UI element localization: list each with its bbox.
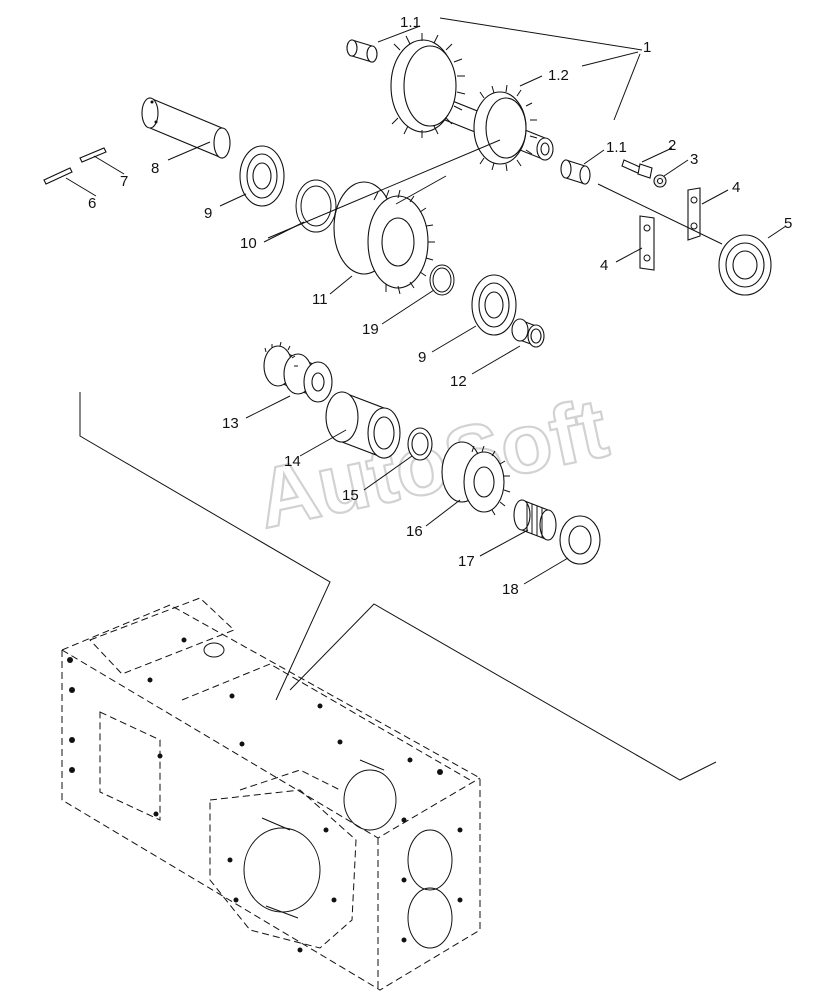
part-2-bolt bbox=[621, 159, 653, 179]
callout-4-left: 4 bbox=[600, 257, 608, 274]
part-4-plate-right bbox=[687, 187, 701, 241]
part-1.1-bushing-bottom bbox=[560, 159, 591, 185]
callout-15: 15 bbox=[342, 487, 359, 504]
part-5-bearing bbox=[718, 234, 772, 296]
callout-13: 13 bbox=[222, 415, 239, 432]
callout-9-top: 9 bbox=[204, 205, 212, 222]
part-14-sleeve bbox=[325, 391, 401, 459]
callout-labels: 1.1 1 1.2 1.1 2 3 4 4 5 6 7 8 9 10 11 19… bbox=[88, 14, 792, 598]
part-18-washer bbox=[559, 515, 601, 565]
part-12-bushing bbox=[511, 318, 545, 348]
part-1.1-bushing-top bbox=[346, 39, 378, 63]
part-11-gear bbox=[333, 181, 435, 295]
callout-16: 16 bbox=[406, 523, 423, 540]
reference-lines bbox=[79, 392, 717, 781]
callout-9-bottom: 9 bbox=[418, 349, 426, 366]
leader-lines bbox=[65, 17, 787, 585]
callout-1.1-bottom: 1.1 bbox=[606, 139, 627, 156]
callout-17: 17 bbox=[458, 553, 475, 570]
part-3-nut bbox=[653, 174, 667, 188]
callout-1.2: 1.2 bbox=[548, 67, 569, 84]
callout-11: 11 bbox=[312, 291, 328, 308]
part-1-gear-shaft bbox=[390, 33, 554, 172]
part-8-shaft bbox=[141, 97, 231, 159]
part-17-needle-bearing bbox=[513, 499, 557, 541]
transmission-housing bbox=[61, 597, 481, 991]
part-6-pin bbox=[43, 167, 73, 185]
callout-18: 18 bbox=[502, 581, 519, 598]
part-9-bearing-bottom bbox=[471, 274, 517, 336]
callout-2: 2 bbox=[668, 137, 676, 154]
callout-5: 5 bbox=[784, 215, 792, 232]
callout-19: 19 bbox=[362, 321, 379, 338]
part-4-plate-left bbox=[639, 215, 655, 271]
callout-10: 10 bbox=[240, 235, 257, 252]
callout-14: 14 bbox=[284, 453, 301, 470]
callout-8: 8 bbox=[151, 160, 159, 177]
part-13-double-gear bbox=[263, 341, 333, 403]
callout-4-right: 4 bbox=[732, 179, 740, 196]
part-16-gear bbox=[441, 441, 511, 516]
part-19-o-ring bbox=[429, 264, 455, 296]
callout-3: 3 bbox=[690, 151, 698, 168]
part-7-pin bbox=[79, 147, 107, 163]
part-15-ring bbox=[407, 427, 433, 461]
callout-12: 12 bbox=[450, 373, 467, 390]
callout-1.1-top: 1.1 bbox=[400, 14, 421, 31]
part-9-bearing-top bbox=[239, 145, 285, 207]
callout-6: 6 bbox=[88, 195, 96, 212]
part-10-snap-ring bbox=[295, 179, 337, 233]
callout-7: 7 bbox=[120, 173, 128, 190]
callout-1: 1 bbox=[643, 39, 651, 56]
